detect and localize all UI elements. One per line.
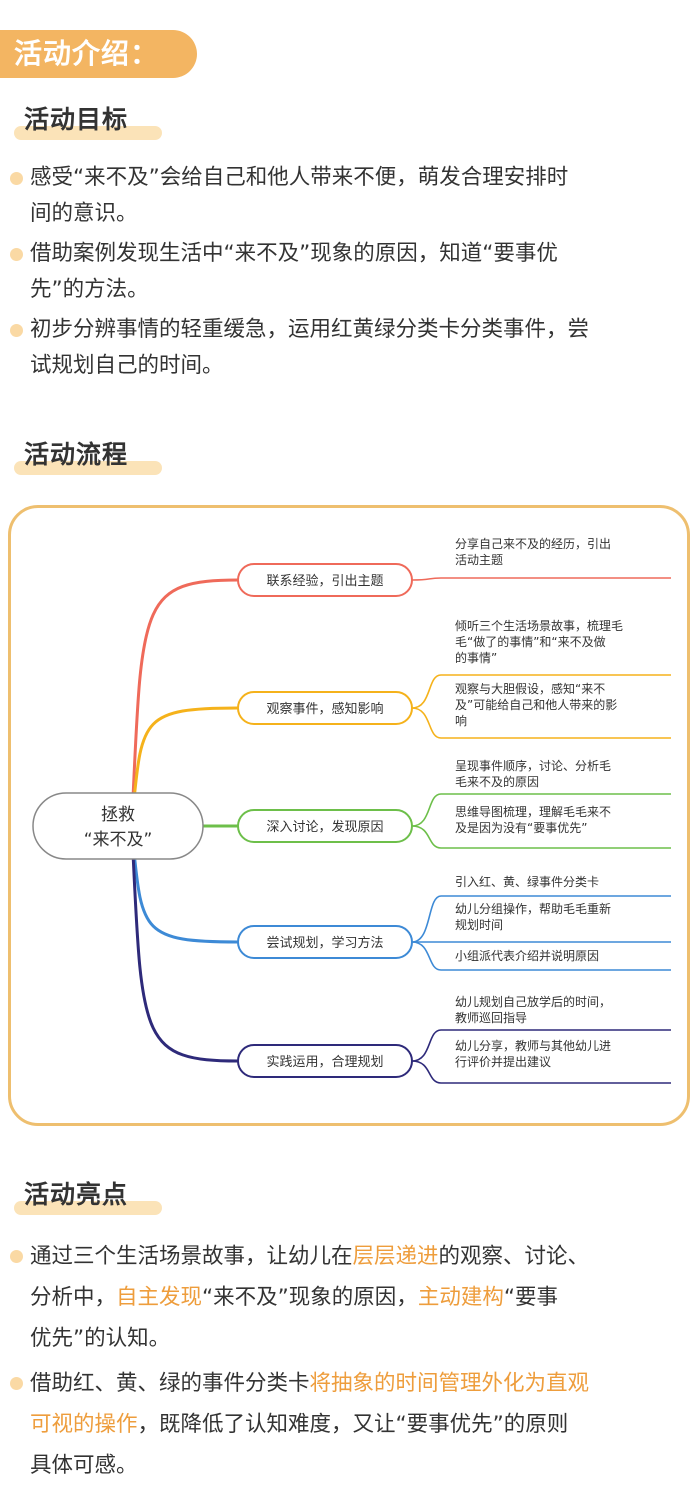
branch-label: 尝试规划，学习方法 — [266, 935, 383, 951]
detail-underline — [411, 674, 671, 709]
highlight-line: 通过三个生活场景故事，让幼儿在层层递进的观察、讨论、 — [30, 1236, 692, 1277]
detail-text: 毛来不及的原因 — [455, 774, 539, 789]
body-text: ，既降低了认知难度，又让“要事优先”的原则 — [137, 1412, 569, 1437]
heading-underline — [14, 1201, 162, 1215]
highlights-list: 通过三个生活场景故事，让幼儿在层层递进的观察、讨论、分析中，自主发现“来不及”现… — [8, 1236, 692, 1490]
branch-label: 观察事件，感知影响 — [266, 701, 383, 717]
highlight-line: 借助红、黄、绿的事件分类卡将抽象的时间管理外化为直观 — [30, 1363, 692, 1404]
goal-line: 初步分辨事情的轻重缓急，运用红黄绿分类卡分类事件，尝 — [30, 317, 590, 342]
highlights-heading-text: 活动亮点 — [24, 1180, 129, 1209]
highlight-line: 可视的操作，既降低了认知难度，又让“要事优先”的原则 — [30, 1404, 692, 1445]
page-title: 活动介绍： — [0, 30, 197, 78]
detail-underline — [411, 707, 671, 739]
detail-underline — [411, 895, 671, 943]
goals-heading: 活动目标 — [14, 100, 162, 144]
detail-text: 响 — [455, 713, 467, 728]
detail-underline — [411, 825, 671, 849]
branch-line — [130, 706, 239, 821]
detail-text: 幼儿分组操作，帮助毛毛重新 — [455, 901, 611, 916]
branch-line — [130, 831, 239, 944]
emphasis-text: 层层递进 — [352, 1244, 439, 1269]
bullet-dot-icon — [10, 324, 23, 337]
body-text: 优先”的认知。 — [30, 1326, 171, 1351]
bullet-dot-icon — [10, 1377, 23, 1390]
emphasis-text: 将抽象的时间管理外化为直观 — [309, 1371, 590, 1396]
detail-text: 规划时间 — [455, 917, 503, 932]
detail-text: 活动主题 — [455, 553, 503, 567]
goal-line: 感受“来不及”会给自己和他人带来不便，萌发合理安排时 — [30, 165, 569, 190]
emphasis-text: 自主发现 — [116, 1285, 203, 1310]
detail-text: 行评价并提出建议 — [455, 1054, 551, 1069]
detail-text: 观察与大胆假设，感知“来不 — [455, 681, 605, 696]
goal-line: 间的意识。 — [30, 201, 138, 226]
detail-underline — [411, 577, 671, 581]
body-text: “来不及”现象的原因， — [202, 1285, 418, 1310]
body-text: 分析中， — [30, 1285, 117, 1310]
detail-text: 分享自己来不及的经历，引出 — [455, 536, 611, 551]
goal-item: 感受“来不及”会给自己和他人带来不便，萌发合理安排时间的意识。 — [8, 160, 692, 232]
detail-text: 毛“做了的事情”和“来不及做 — [455, 634, 606, 649]
detail-text: 及是因为没有“要事优先” — [455, 820, 587, 835]
goal-item: 初步分辨事情的轻重缓急，运用红黄绿分类卡分类事件，尝试规划自己的时间。 — [8, 312, 692, 384]
detail-text: 幼儿分享，教师与其他幼儿进 — [455, 1038, 611, 1053]
highlights-heading: 活动亮点 — [14, 1175, 162, 1219]
detail-underline — [411, 793, 671, 827]
detail-underline — [411, 1060, 671, 1084]
goal-line: 试规划自己的时间。 — [30, 353, 224, 378]
detail-text: 倾听三个生活场景故事，梳理毛 — [455, 618, 623, 633]
detail-text: 幼儿规划自己放学后的时间， — [455, 994, 611, 1009]
bullet-dot-icon — [10, 248, 23, 261]
mindmap-frame: 联系经验，引出主题 分享自己来不及的经历，引出活动主题观察事件，感知影响 倾听三个生… — [8, 505, 690, 1126]
goal-line: 先”的方法。 — [30, 277, 149, 302]
branch-label: 实践运用，合理规划 — [266, 1055, 383, 1070]
highlight-line: 具体可感。 — [30, 1445, 692, 1486]
goal-item: 借助案例发现生活中“来不及”现象的原因，知道“要事优先”的方法。 — [8, 236, 692, 308]
bullet-dot-icon — [10, 1250, 23, 1263]
detail-text: 教师巡回指导 — [455, 1010, 527, 1025]
heading-underline — [14, 126, 162, 140]
center-node-line1: 拯救 — [101, 805, 135, 825]
process-heading: 活动流程 — [14, 435, 162, 479]
highlight-line: 优先”的认知。 — [30, 1318, 692, 1359]
detail-underline — [411, 941, 671, 971]
body-text: 的观察、讨论、 — [438, 1244, 590, 1269]
branch-line — [130, 578, 239, 821]
process-heading-text: 活动流程 — [24, 440, 129, 469]
detail-text: 小组派代表介绍并说明原因 — [455, 948, 599, 963]
goal-line: 借助案例发现生活中“来不及”现象的原因，知道“要事优 — [30, 241, 558, 266]
body-text: 具体可感。 — [30, 1453, 138, 1478]
center-node-line2: “来不及” — [84, 830, 153, 850]
heading-underline — [14, 461, 162, 475]
emphasis-text: 可视的操作 — [30, 1412, 138, 1437]
highlight-line: 分析中，自主发现“来不及”现象的原因，主动建构“要事 — [30, 1277, 692, 1318]
goals-list: 感受“来不及”会给自己和他人带来不便，萌发合理安排时间的意识。借助案例发现生活中… — [8, 160, 692, 388]
detail-text: 引入红、黄、绿事件分类卡 — [455, 874, 599, 889]
detail-underline — [411, 1029, 671, 1062]
highlight-item: 借助红、黄、绿的事件分类卡将抽象的时间管理外化为直观可视的操作，既降低了认知难度… — [8, 1363, 692, 1486]
goals-heading-text: 活动目标 — [24, 105, 129, 134]
branch-label: 联系经验，引出主题 — [266, 573, 383, 589]
body-text: 通过三个生活场景故事，让幼儿在 — [30, 1244, 353, 1269]
branch-label: 深入讨论，发现原因 — [266, 819, 383, 835]
detail-text: 及”可能给自己和他人带来的影 — [455, 697, 617, 712]
highlight-item: 通过三个生活场景故事，让幼儿在层层递进的观察、讨论、分析中，自主发现“来不及”现… — [8, 1236, 692, 1359]
branch-line — [130, 831, 239, 1063]
body-text: “要事 — [503, 1285, 558, 1310]
detail-text: 呈现事件顺序，讨论、分析毛 — [455, 758, 611, 773]
detail-text: 思维导图梳理，理解毛毛来不 — [455, 804, 611, 819]
center-node — [32, 792, 204, 860]
detail-text: 的事情” — [455, 650, 497, 665]
bullet-dot-icon — [10, 172, 23, 185]
body-text: 借助红、黄、绿的事件分类卡 — [30, 1371, 310, 1396]
emphasis-text: 主动建构 — [417, 1285, 504, 1310]
